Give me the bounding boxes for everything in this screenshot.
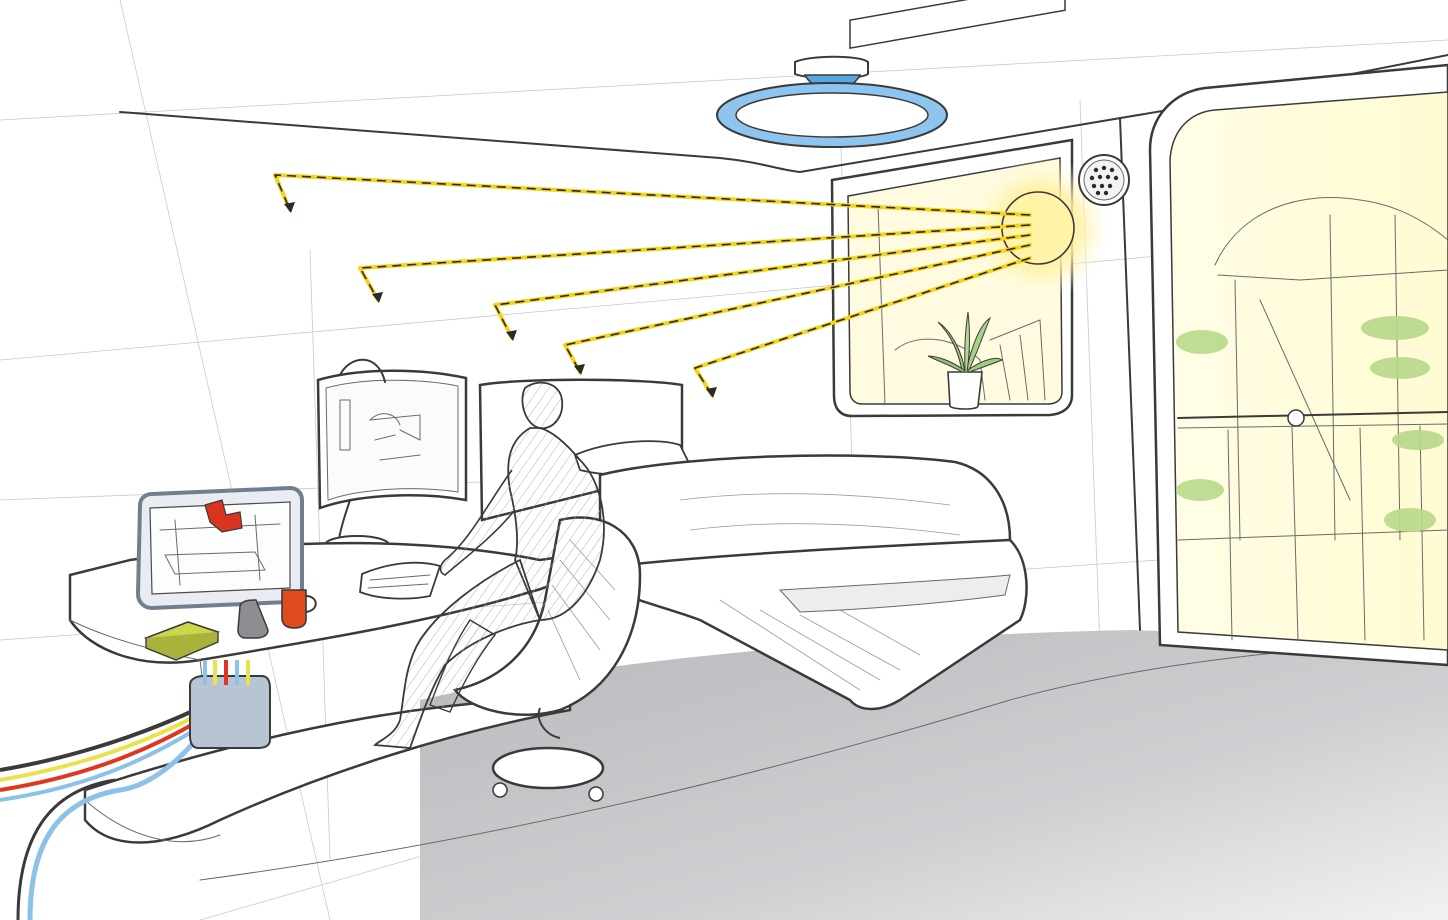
curved-monitor[interactable]	[316, 358, 468, 555]
keyboard[interactable]	[359, 561, 442, 600]
floor-curve	[199, 639, 1448, 881]
mug-icon[interactable]	[281, 589, 317, 629]
ceiling-lamp-icon[interactable]	[716, 55, 948, 148]
potted-plant-icon	[927, 311, 1004, 410]
book-icon[interactable]	[143, 621, 221, 661]
printer-icon[interactable]	[135, 485, 304, 611]
sunlight-rays	[273, 173, 1032, 398]
floor	[420, 630, 1448, 920]
bed	[478, 378, 1028, 711]
wall-corner	[1119, 117, 1141, 631]
speaker-grille-icon[interactable]	[1078, 154, 1130, 206]
balcony-doorway	[1148, 63, 1448, 667]
phone-icon[interactable]	[237, 599, 269, 639]
seated-person	[372, 381, 605, 749]
cable-hub	[0, 660, 271, 920]
ceiling-edge	[119, 54, 1448, 173]
